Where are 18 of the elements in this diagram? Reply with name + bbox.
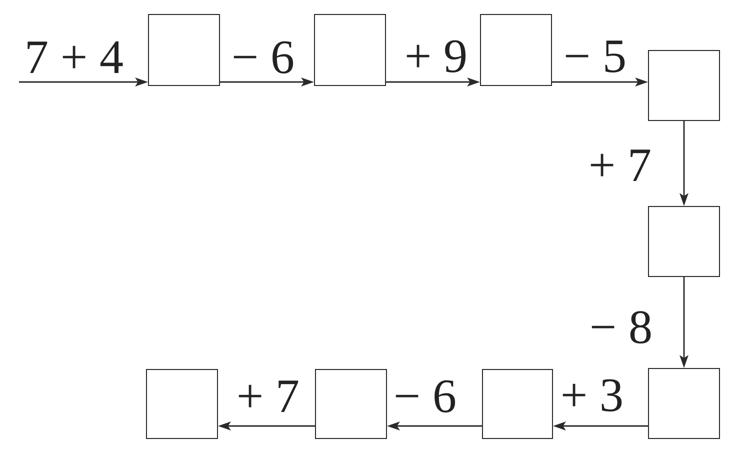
answer-box [480, 14, 552, 86]
arrow [218, 422, 315, 430]
answer-box [648, 206, 720, 277]
answer-box [482, 369, 553, 439]
arrow [680, 121, 688, 206]
answer-box [648, 50, 720, 121]
answer-box [648, 368, 720, 439]
arrow [680, 277, 688, 368]
arrow [386, 78, 480, 86]
arrow [552, 78, 648, 86]
arrow [19, 78, 148, 86]
answer-box [314, 14, 386, 86]
arrow [387, 422, 482, 430]
answer-box [146, 369, 218, 439]
answer-box [148, 14, 220, 86]
answer-box [315, 369, 387, 439]
arrow [220, 78, 314, 86]
arrow [553, 422, 648, 430]
